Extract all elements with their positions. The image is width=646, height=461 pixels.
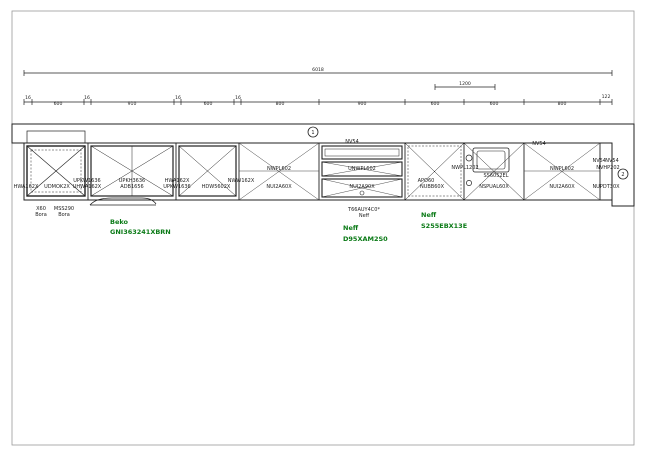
- drawing-frame: [11, 10, 635, 446]
- top-label: NWPL602: [267, 166, 291, 172]
- bottom-label: APO60: [418, 178, 435, 184]
- bottom-label: UPKW1636: [163, 184, 190, 190]
- top-label: UNWPL602: [348, 166, 376, 172]
- appliance-code: Bora: [35, 212, 47, 218]
- segment-dimension: 16: [25, 95, 31, 101]
- svg-text:2: 2: [621, 172, 624, 178]
- appliance-code: Bora: [58, 212, 70, 218]
- cabinet-2: [90, 145, 174, 197]
- bottom-label: HDW5602X: [202, 184, 231, 190]
- cabinet-6: [404, 142, 465, 201]
- segment-dimension: 800: [276, 101, 285, 107]
- segment-dimension: 900: [358, 101, 367, 107]
- top-label: NV54: [592, 158, 606, 164]
- sink-dimension: 1200: [459, 81, 471, 87]
- top-label: SS6052EL: [483, 173, 508, 179]
- bottom-label: UHWA162X: [73, 184, 102, 190]
- appliance-code: T66AUY4C0*: [347, 207, 380, 213]
- svg-text:1: 1: [311, 130, 314, 136]
- bottom-label: ADB1656: [120, 184, 143, 190]
- appliance-code: Neff: [359, 213, 370, 219]
- total-dimension: 6018: [312, 67, 324, 73]
- appliance-code: X60: [36, 206, 46, 212]
- cabinet-1: [26, 145, 86, 197]
- model-number: S255EBX13E: [421, 222, 467, 230]
- bottom-label: NUI2A60X: [266, 184, 292, 190]
- bottom-label: UPKH3636: [119, 178, 145, 184]
- worktop-outline: [11, 123, 635, 207]
- cabinet-4: [238, 142, 320, 201]
- brand-name: Beko: [110, 218, 129, 226]
- segment-dimension: 16: [175, 95, 181, 101]
- cabinet-7-sink: [463, 142, 525, 201]
- top-label: NV54: [532, 141, 546, 147]
- fridge-handle: [89, 197, 157, 206]
- cabinet-row: [23, 142, 613, 201]
- model-number: GNI363241XBRN: [110, 228, 171, 236]
- bottom-label: NUBB60X: [420, 184, 445, 190]
- segment-ticks: [23, 99, 613, 105]
- brand-name: Neff: [343, 224, 359, 232]
- brand-name: Neff: [421, 211, 437, 219]
- segment-dimension: 600: [490, 101, 499, 107]
- segment-dimension: 16: [235, 95, 241, 101]
- dimension-lines: [23, 70, 613, 103]
- bottom-label: HWA162X: [14, 184, 39, 190]
- cabinet-3: [178, 145, 237, 197]
- bottom-label: NWW162X: [228, 178, 255, 184]
- model-number: D95XAM2S0: [343, 235, 388, 243]
- segment-dimension: 800: [558, 101, 567, 107]
- top-label: NVHP202: [596, 165, 619, 171]
- appliance-code: MSS290: [54, 206, 74, 212]
- segment-dimension: 910: [128, 101, 137, 107]
- bottom-label: NUPDT30X: [592, 184, 620, 190]
- segment-dimension: 600: [431, 101, 440, 107]
- cabinet-5-oven: [321, 145, 403, 198]
- bottom-label: NSPUAL60X: [479, 184, 509, 190]
- segment-dimension: 600: [54, 101, 63, 107]
- bottom-label: UDMOK2X: [44, 184, 70, 190]
- position-marker: 1: [307, 126, 319, 138]
- right-dimension: 122: [602, 94, 611, 100]
- top-label: NV54: [345, 139, 359, 145]
- bottom-label: NUI2A60X: [549, 184, 575, 190]
- bottom-label: NUI2A90X: [349, 184, 375, 190]
- top-label: NWPL1202: [451, 165, 478, 171]
- position-marker: 2: [617, 168, 629, 180]
- top-label: NWPL602: [550, 166, 574, 172]
- bottom-label: HWA162X: [165, 178, 190, 184]
- segment-dimension: 600: [204, 101, 213, 107]
- bottom-label: UPKW1636: [73, 178, 100, 184]
- cooktop-outline: [26, 130, 86, 144]
- cabinet-8: [523, 142, 601, 201]
- top-label: NV54: [605, 158, 619, 164]
- segment-dimension: 16: [84, 95, 90, 101]
